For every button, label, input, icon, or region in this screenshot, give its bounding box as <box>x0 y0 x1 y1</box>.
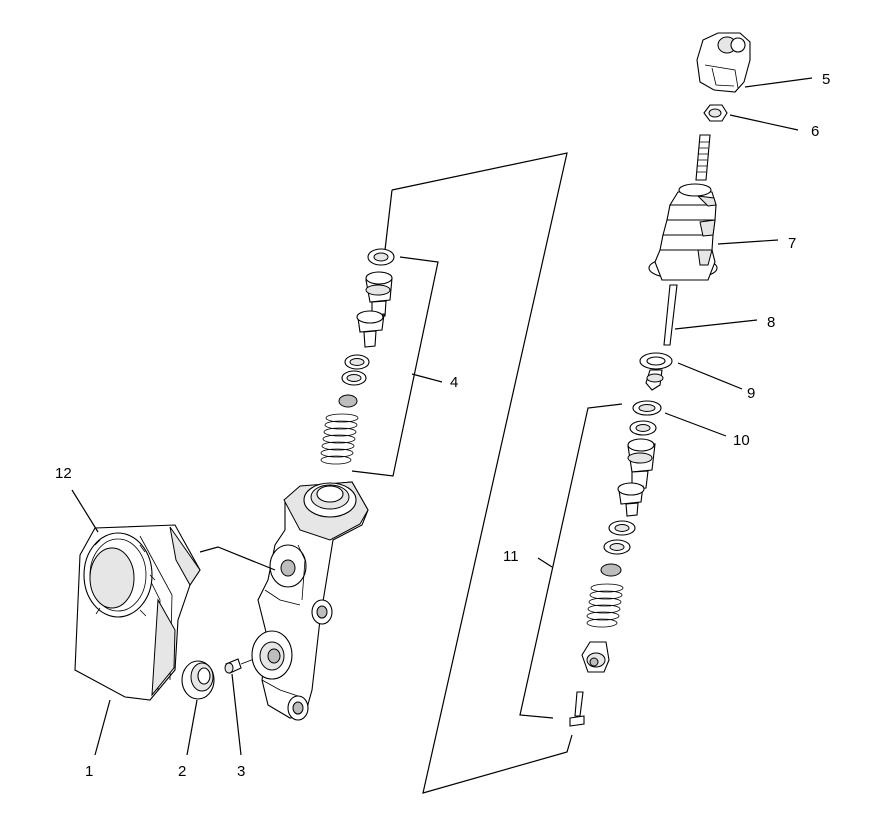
callout-1: 1 <box>85 763 93 780</box>
callout-6: 6 <box>811 123 819 140</box>
callout-labels: 1 2 3 4 5 6 7 8 9 10 11 12 <box>55 71 830 780</box>
callout-9: 9 <box>747 385 755 402</box>
callout-5: 5 <box>822 71 830 88</box>
callout-3: 3 <box>237 763 245 780</box>
clevis <box>696 32 751 93</box>
dust-boot <box>648 183 718 281</box>
seal-kit-left <box>320 189 439 477</box>
callout-4: 4 <box>450 374 458 391</box>
callout-8: 8 <box>767 314 775 331</box>
cylinder-body <box>251 481 369 721</box>
callout-leaders <box>71 77 813 756</box>
callout-10: 10 <box>733 432 750 449</box>
callout-7: 7 <box>788 235 796 252</box>
reservoir-to-port-line <box>199 546 276 571</box>
retaining-ring <box>639 352 673 391</box>
exploded-view-boundary <box>391 152 573 794</box>
reservoir <box>74 524 201 701</box>
hex-nut <box>703 104 728 122</box>
grommet <box>181 660 215 700</box>
callout-12: 12 <box>55 465 72 482</box>
seal-kit-right <box>569 400 662 727</box>
plug <box>224 655 263 674</box>
callout-2: 2 <box>178 763 186 780</box>
push-rod <box>663 134 711 346</box>
callout-11: 11 <box>503 548 519 565</box>
